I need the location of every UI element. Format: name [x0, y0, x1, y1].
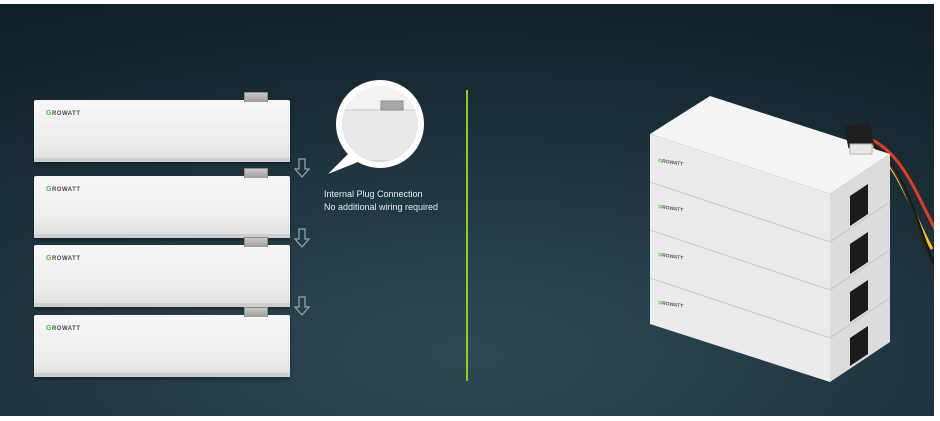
down-arrow-icon [294, 158, 310, 178]
svg-text:GROWATT: GROWATT [658, 204, 684, 213]
hero-stage: GROWATT GROWATT GROWATT GROWATT [0, 4, 934, 416]
module-logo: GROWATT [46, 255, 81, 262]
assembled-battery-stack: GROWATT GROWATT GROWATT GROWATT [649, 96, 934, 382]
svg-text:GROWATT: GROWATT [658, 300, 684, 309]
battery-module-3: GROWATT [34, 237, 290, 307]
module-base [34, 373, 290, 377]
module-plug [244, 307, 268, 317]
battery-module-1: GROWATT [34, 92, 290, 162]
module-plug [244, 92, 268, 102]
battery-module-2: GROWATT [34, 168, 290, 238]
battery-module-4: GROWATT [34, 307, 290, 377]
module-base [34, 234, 290, 238]
magnifier-callout-icon [328, 80, 424, 174]
down-arrow-icon [294, 296, 310, 316]
module-logo: GROWATT [46, 110, 81, 117]
section-divider [466, 90, 468, 381]
module-base [34, 158, 290, 162]
module-logo: GROWATT [46, 325, 81, 332]
svg-text:GROWATT: GROWATT [658, 252, 684, 261]
module-base [34, 303, 290, 307]
module-plug [244, 237, 268, 247]
module-logo: GROWATT [46, 186, 81, 193]
callout-line-2: No additional wiring required [324, 202, 439, 212]
callout-line-1: Internal Plug Connection [324, 189, 423, 199]
svg-text:GROWATT: GROWATT [658, 158, 684, 167]
module-plug [244, 168, 268, 178]
down-arrow-icon [294, 228, 310, 248]
